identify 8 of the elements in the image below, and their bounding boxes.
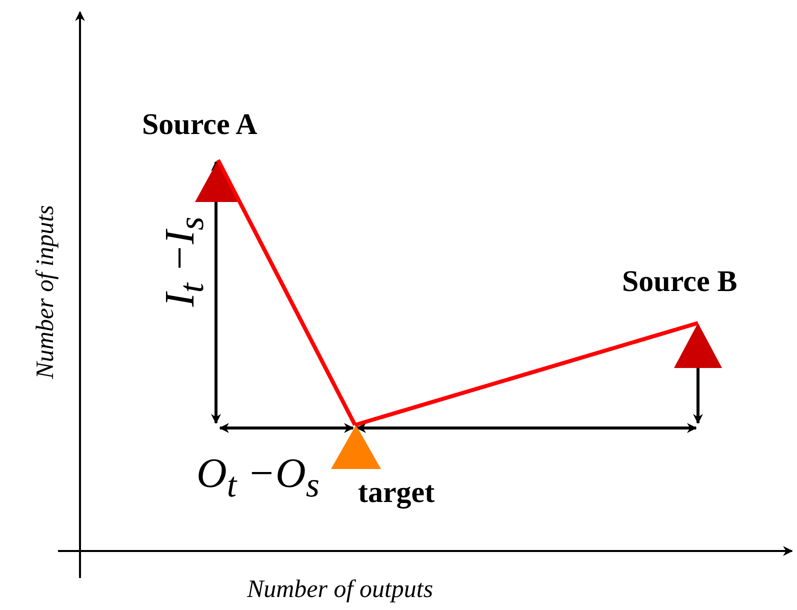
connector-line bbox=[354, 321, 699, 427]
axis-title: Number of outputs bbox=[246, 576, 434, 604]
dimension-label: O$_{t}$ −O$_{s}$ bbox=[196, 450, 320, 506]
node-label: Source B bbox=[622, 265, 738, 299]
connector-line bbox=[216, 159, 357, 426]
axis-title: Number of inputs bbox=[32, 205, 60, 379]
node-label: target bbox=[358, 476, 435, 510]
node-label: Source A bbox=[142, 108, 258, 142]
